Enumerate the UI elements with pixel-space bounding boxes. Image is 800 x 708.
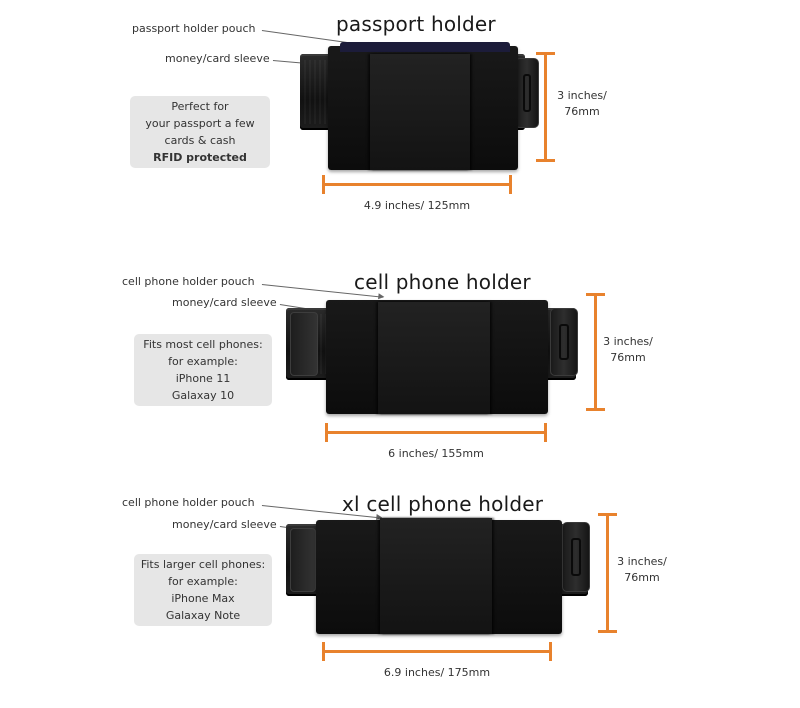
- info-line: cards & cash: [164, 134, 236, 147]
- pouch-opening: [340, 42, 510, 52]
- buckle-icon: [562, 522, 590, 592]
- money-card-sleeve: [380, 518, 492, 634]
- height-line-2: 76mm: [564, 105, 600, 118]
- height-dimension-marker: [598, 513, 617, 633]
- width-dimension-marker: [322, 642, 552, 661]
- width-dimension-text: 6.9 inches/ 175mm: [383, 666, 491, 679]
- height-line-1: 3 inches/: [603, 335, 653, 348]
- height-line-2: 76mm: [624, 571, 660, 584]
- info-line: your passport a few: [145, 117, 255, 130]
- section-cell-phone-holder: cell phone holder cell phone holder pouc…: [0, 258, 800, 486]
- buckle-tab: [290, 312, 318, 376]
- width-dimension-marker: [325, 423, 547, 442]
- sleeve-label: money/card sleeve: [165, 52, 270, 65]
- info-line: Galaxay Note: [165, 609, 241, 622]
- info-line: Fits larger cell phones:: [140, 558, 266, 571]
- height-line-2: 76mm: [610, 351, 646, 364]
- money-card-sleeve: [370, 54, 470, 170]
- info-line-rfid: RFID protected: [153, 151, 247, 164]
- info-line: for example:: [168, 355, 238, 368]
- product-image: [286, 298, 586, 418]
- buckle-icon: [550, 308, 578, 376]
- product-image: [286, 516, 596, 636]
- pouch-label: cell phone holder pouch: [122, 275, 255, 288]
- buckle-tab: [290, 528, 316, 592]
- height-dimension-text: 3 inches/ 76mm: [612, 554, 672, 586]
- height-line-1: 3 inches/: [557, 89, 607, 102]
- width-dimension-text: 6 inches/ 155mm: [388, 447, 484, 460]
- section-title: xl cell phone holder: [342, 492, 544, 516]
- width-dimension-marker: [322, 175, 512, 194]
- section-passport-holder: passport holder passport holder pouch mo…: [0, 0, 800, 228]
- buckle-icon: [515, 58, 539, 128]
- info-line: Galaxay 10: [171, 389, 235, 402]
- info-line: for example:: [168, 575, 238, 588]
- section-title: passport holder: [336, 12, 496, 36]
- info-line: Fits most cell phones:: [143, 338, 263, 351]
- pouch-label: cell phone holder pouch: [122, 496, 255, 509]
- section-title: cell phone holder: [354, 270, 531, 294]
- pouch-label: passport holder pouch: [132, 22, 256, 35]
- height-line-1: 3 inches/: [617, 555, 667, 568]
- height-dimension-marker: [586, 293, 605, 411]
- section-xl-cell-phone-holder: xl cell phone holder cell phone holder p…: [0, 480, 800, 708]
- height-dimension-marker: [536, 52, 555, 162]
- height-dimension-text: 3 inches/ 76mm: [554, 88, 610, 120]
- money-card-sleeve: [378, 302, 490, 414]
- info-box: Fits larger cell phones: for example: iP…: [134, 554, 272, 626]
- info-line: Perfect for: [171, 100, 229, 113]
- height-dimension-text: 3 inches/ 76mm: [600, 334, 656, 366]
- sleeve-label: money/card sleeve: [172, 296, 277, 309]
- width-dimension-text: 4.9 inches/ 125mm: [363, 199, 471, 212]
- sleeve-label: money/card sleeve: [172, 518, 277, 531]
- product-image: [300, 40, 540, 170]
- info-box: Perfect for your passport a few cards & …: [130, 96, 270, 168]
- info-line: iPhone 11: [175, 372, 231, 385]
- info-box: Fits most cell phones: for example: iPho…: [134, 334, 272, 406]
- info-line: iPhone Max: [171, 592, 235, 605]
